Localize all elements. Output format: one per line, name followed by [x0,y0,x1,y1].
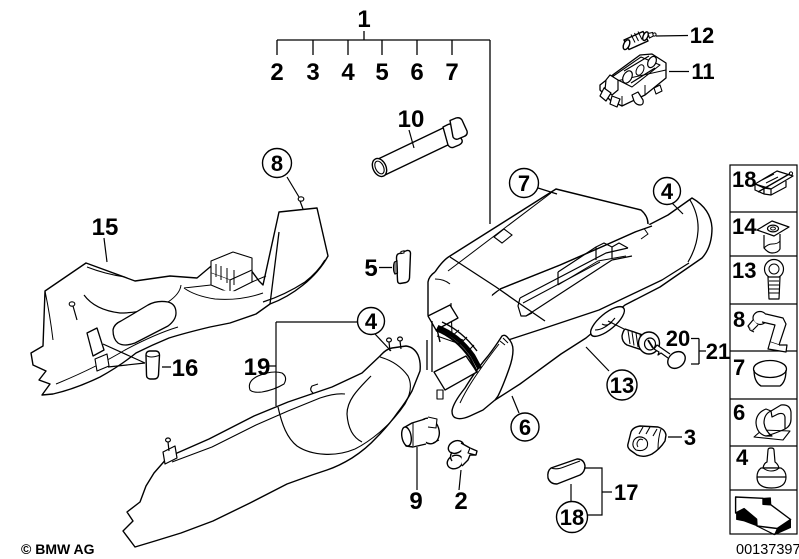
svg-text:6: 6 [733,400,745,425]
svg-text:17: 17 [614,480,638,505]
svg-text:7: 7 [518,171,530,196]
svg-text:14: 14 [732,214,757,239]
svg-text:3: 3 [306,59,319,86]
svg-text:© BMW AG: © BMW AG [21,541,95,557]
svg-text:4: 4 [341,59,355,86]
svg-text:7: 7 [445,59,458,86]
svg-text:21: 21 [706,339,730,364]
svg-text:7: 7 [733,355,745,380]
svg-text:2: 2 [454,488,467,515]
svg-text:4: 4 [661,179,674,204]
svg-text:4: 4 [736,445,749,470]
svg-text:20: 20 [666,326,690,351]
svg-text:19: 19 [244,354,271,381]
svg-text:13: 13 [732,258,756,283]
svg-text:2: 2 [270,59,283,86]
svg-text:8: 8 [733,307,745,332]
svg-text:00137397: 00137397 [736,542,799,558]
svg-text:18: 18 [560,505,584,530]
svg-text:6: 6 [410,59,423,86]
svg-text:9: 9 [409,488,422,515]
svg-text:11: 11 [691,59,714,84]
svg-text:13: 13 [610,373,634,398]
svg-text:6: 6 [519,415,531,440]
svg-text:1: 1 [357,6,370,33]
svg-text:4: 4 [365,309,378,334]
svg-text:8: 8 [271,151,283,176]
svg-text:16: 16 [172,355,199,382]
svg-text:10: 10 [398,106,425,133]
svg-text:5: 5 [364,255,377,282]
svg-text:5: 5 [375,59,388,86]
svg-text:18: 18 [732,167,756,192]
svg-text:15: 15 [92,214,119,241]
svg-text:3: 3 [684,425,696,450]
svg-text:12: 12 [690,23,714,48]
